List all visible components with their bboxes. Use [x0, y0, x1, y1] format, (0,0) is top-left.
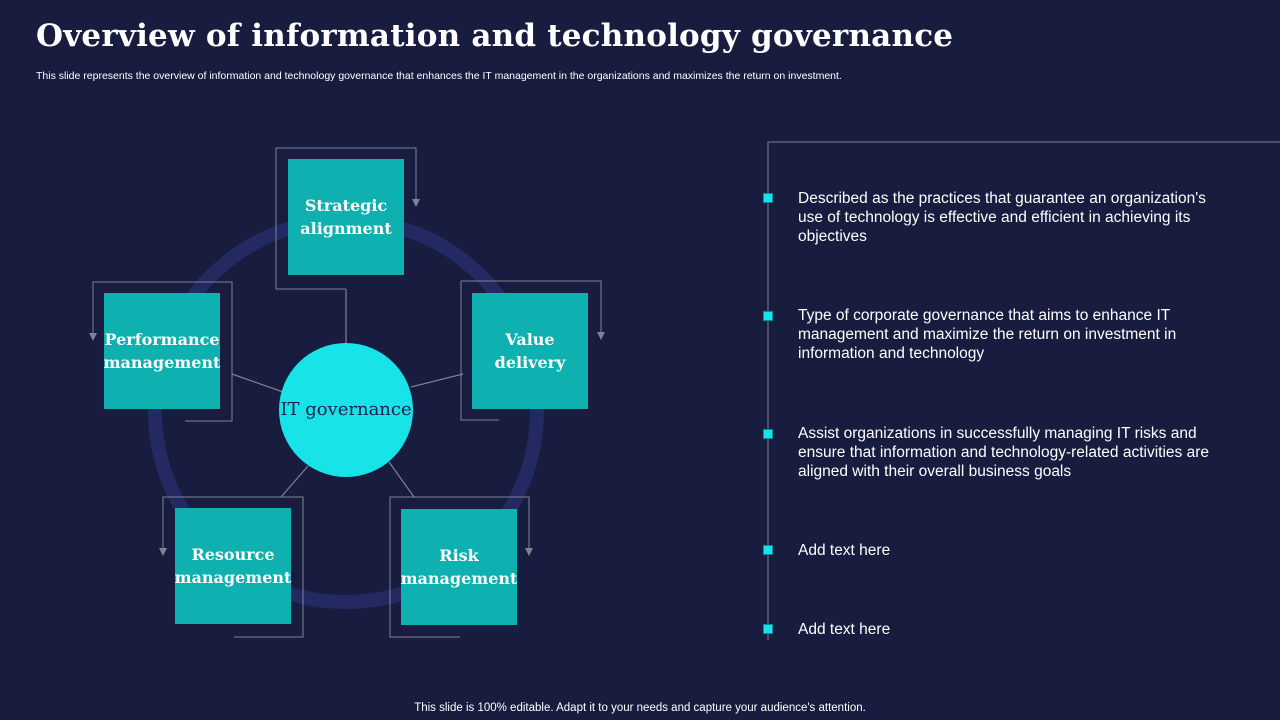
point-marker [763, 193, 773, 203]
diagram-connectors [231, 289, 464, 498]
point-text-4: Add text here [798, 542, 891, 559]
point-marker [763, 624, 773, 634]
node-label: Value delivery [494, 330, 566, 372]
node-label: Resource management [174, 545, 292, 587]
node-label: Risk management [400, 546, 518, 588]
point-text-1: Described as the practices that guarante… [798, 190, 1206, 245]
node-performance-management: Performance management [104, 293, 220, 409]
point-text-3: Assist organizations in successfully man… [798, 425, 1209, 480]
node-value-delivery: Value delivery [472, 293, 588, 409]
node-risk-management: Risk management [401, 509, 517, 625]
slide-footer: This slide is 100% editable. Adapt it to… [414, 702, 866, 714]
point-marker [763, 545, 773, 555]
slide-subtitle: This slide represents the overview of in… [36, 70, 842, 82]
center-label: IT governance [280, 399, 412, 420]
diagram-brackets [89, 147, 605, 638]
point-text-5: Add text here [798, 621, 891, 638]
point-marker [763, 429, 773, 439]
point-text-2: Type of corporate governance that aims t… [798, 307, 1177, 362]
node-label: Performance management [103, 330, 221, 372]
node-label: Strategic alignment [300, 196, 392, 238]
slide-title: Overview of information and technology g… [36, 18, 954, 54]
center-it-governance: IT governance [279, 343, 413, 477]
point-marker [763, 311, 773, 321]
node-strategic-alignment: Strategic alignment [288, 159, 404, 275]
node-resource-management: Resource management [175, 508, 291, 624]
